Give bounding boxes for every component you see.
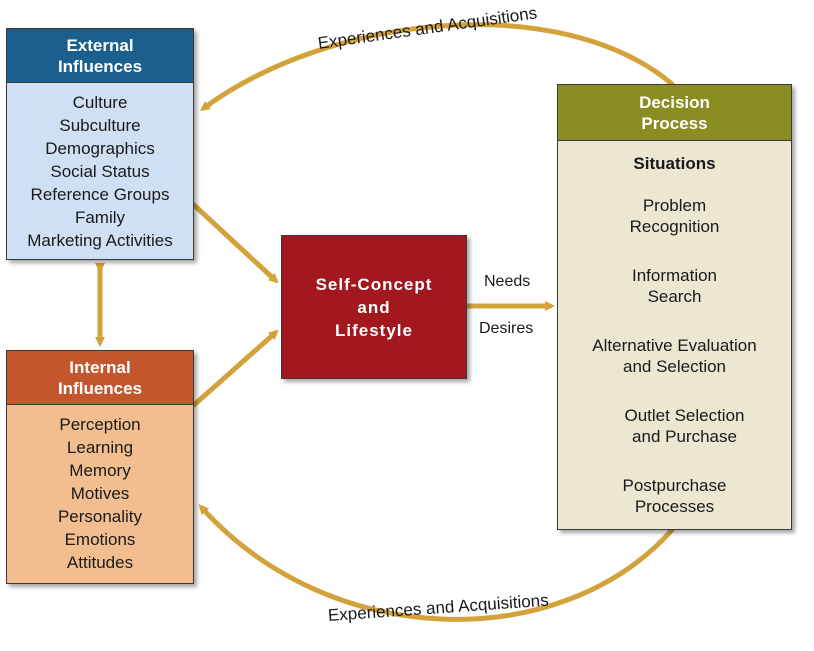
self-concept-box: Self-Concept and Lifestyle (281, 235, 467, 379)
decision-process-header: Decision Process (558, 85, 791, 141)
step-line: Problem (642, 196, 707, 215)
internal-influences-list: Perception Learning Memory Motives Perso… (7, 405, 193, 574)
needs-label: Needs (484, 273, 531, 290)
decision-title-line2: Process (641, 113, 708, 133)
step-line: Recognition (629, 217, 720, 236)
step-line: and Purchase (632, 427, 737, 446)
external-influences-header: External Influences (7, 29, 193, 83)
feedback-arc-top (199, 22, 675, 111)
internal-item: Personality (57, 507, 143, 526)
step-information-search: Information Search (558, 265, 791, 307)
internal-item: Attitudes (66, 553, 134, 572)
external-item: Family (74, 208, 126, 227)
step-line: Search (647, 287, 702, 306)
internal-title-line2: Influences (57, 378, 143, 398)
step-line: Information (631, 266, 718, 285)
decision-title-line1: Decision (639, 92, 710, 112)
arrow-external-to-self (191, 202, 279, 284)
feedback-arc-bottom (198, 504, 675, 622)
external-item: Demographics (45, 139, 155, 158)
external-title-line2: Influences (57, 56, 143, 76)
step-line: Postpurchase (622, 476, 727, 495)
self-concept-line3: Lifestyle (335, 320, 413, 340)
internal-item: Memory (69, 461, 131, 480)
step-problem-recognition: Problem Recognition (558, 195, 791, 237)
step-line: and Selection (622, 357, 727, 376)
external-item: Marketing Activities (27, 231, 173, 250)
external-item: Subculture (59, 116, 141, 135)
step-line: Processes (634, 497, 715, 516)
step-line: Outlet Selection (624, 406, 745, 425)
step-alternative-evaluation: Alternative Evaluation and Selection (558, 335, 791, 377)
situations-label: Situations (633, 154, 716, 173)
external-influences-list: Culture Subculture Demographics Social S… (7, 83, 193, 252)
step-line: Alternative Evaluation (592, 336, 757, 355)
arrow-internal-to-self (191, 329, 279, 408)
desires-label: Desires (479, 320, 534, 337)
external-title-line1: External (66, 35, 134, 55)
self-concept-line1: Self-Concept (315, 274, 433, 294)
step-outlet-selection: Outlet Selection and Purchase (558, 405, 791, 447)
decision-process-box: Decision Process Situations Problem Reco… (557, 84, 792, 530)
internal-influences-box: Internal Influences Perception Learning … (6, 350, 194, 584)
internal-title-line1: Internal (69, 357, 131, 377)
external-item: Social Status (50, 162, 150, 181)
internal-item: Learning (66, 438, 134, 457)
internal-item: Perception (59, 415, 141, 434)
internal-influences-header: Internal Influences (7, 351, 193, 405)
external-item: Culture (72, 93, 128, 112)
external-influences-box: External Influences Culture Subculture D… (6, 28, 194, 260)
internal-item: Emotions (64, 530, 136, 549)
external-item: Reference Groups (30, 185, 170, 204)
step-postpurchase-processes: Postpurchase Processes (558, 475, 791, 517)
self-concept-line2: and (357, 297, 391, 317)
internal-item: Motives (70, 484, 130, 503)
